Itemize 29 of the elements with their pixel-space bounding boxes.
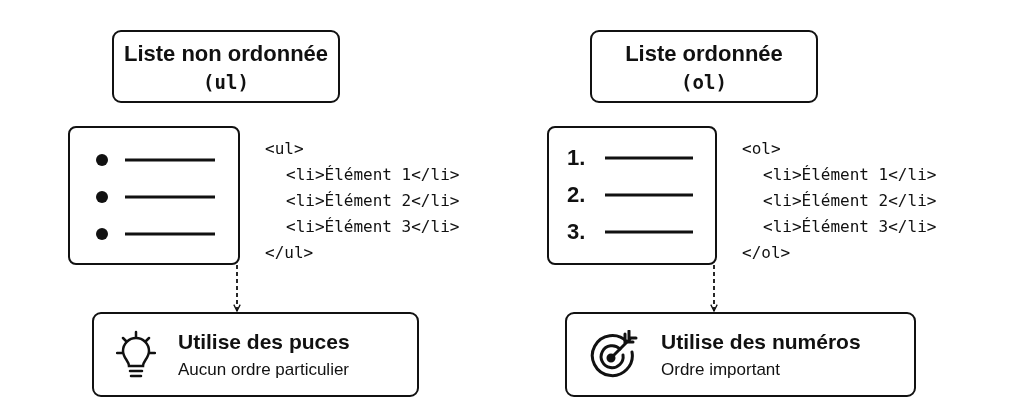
list-illustration xyxy=(68,126,240,265)
tag-name: (ol) xyxy=(681,70,727,93)
list-illustration xyxy=(547,126,717,265)
result-box xyxy=(565,312,916,397)
code-line: </ol> xyxy=(742,242,792,264)
result-heading: Utilise des numéros xyxy=(661,329,861,354)
title-text: Liste non ordonnée xyxy=(123,40,329,67)
result-description: Aucun ordre particulier xyxy=(178,359,350,380)
title-text: Liste ordonnée xyxy=(625,40,783,67)
code-line: </ul> xyxy=(265,242,315,264)
list-number: 1. xyxy=(567,145,587,171)
result-heading: Utilise des puces xyxy=(178,329,350,354)
code-line: <ol> xyxy=(742,138,782,160)
list-number: 2. xyxy=(567,182,587,208)
code-line: <li>Élément 3</li> xyxy=(285,216,461,238)
result-description: Ordre important xyxy=(661,359,782,380)
code-line: <li>Élément 1</li> xyxy=(762,164,938,186)
code-line: <li>Élément 1</li> xyxy=(285,164,461,186)
code-line: <li>Élément 3</li> xyxy=(762,216,938,238)
dashed-arrow xyxy=(710,264,718,312)
code-line: <li>Élément 2</li> xyxy=(285,190,461,212)
code-line: <ul> xyxy=(265,138,305,160)
title-box xyxy=(590,30,818,103)
list-number: 3. xyxy=(567,219,587,245)
code-line: <li>Élément 2</li> xyxy=(762,190,938,212)
dashed-arrow xyxy=(233,264,241,312)
result-box xyxy=(92,312,419,397)
tag-name: (ul) xyxy=(203,70,249,93)
title-box xyxy=(112,30,340,103)
